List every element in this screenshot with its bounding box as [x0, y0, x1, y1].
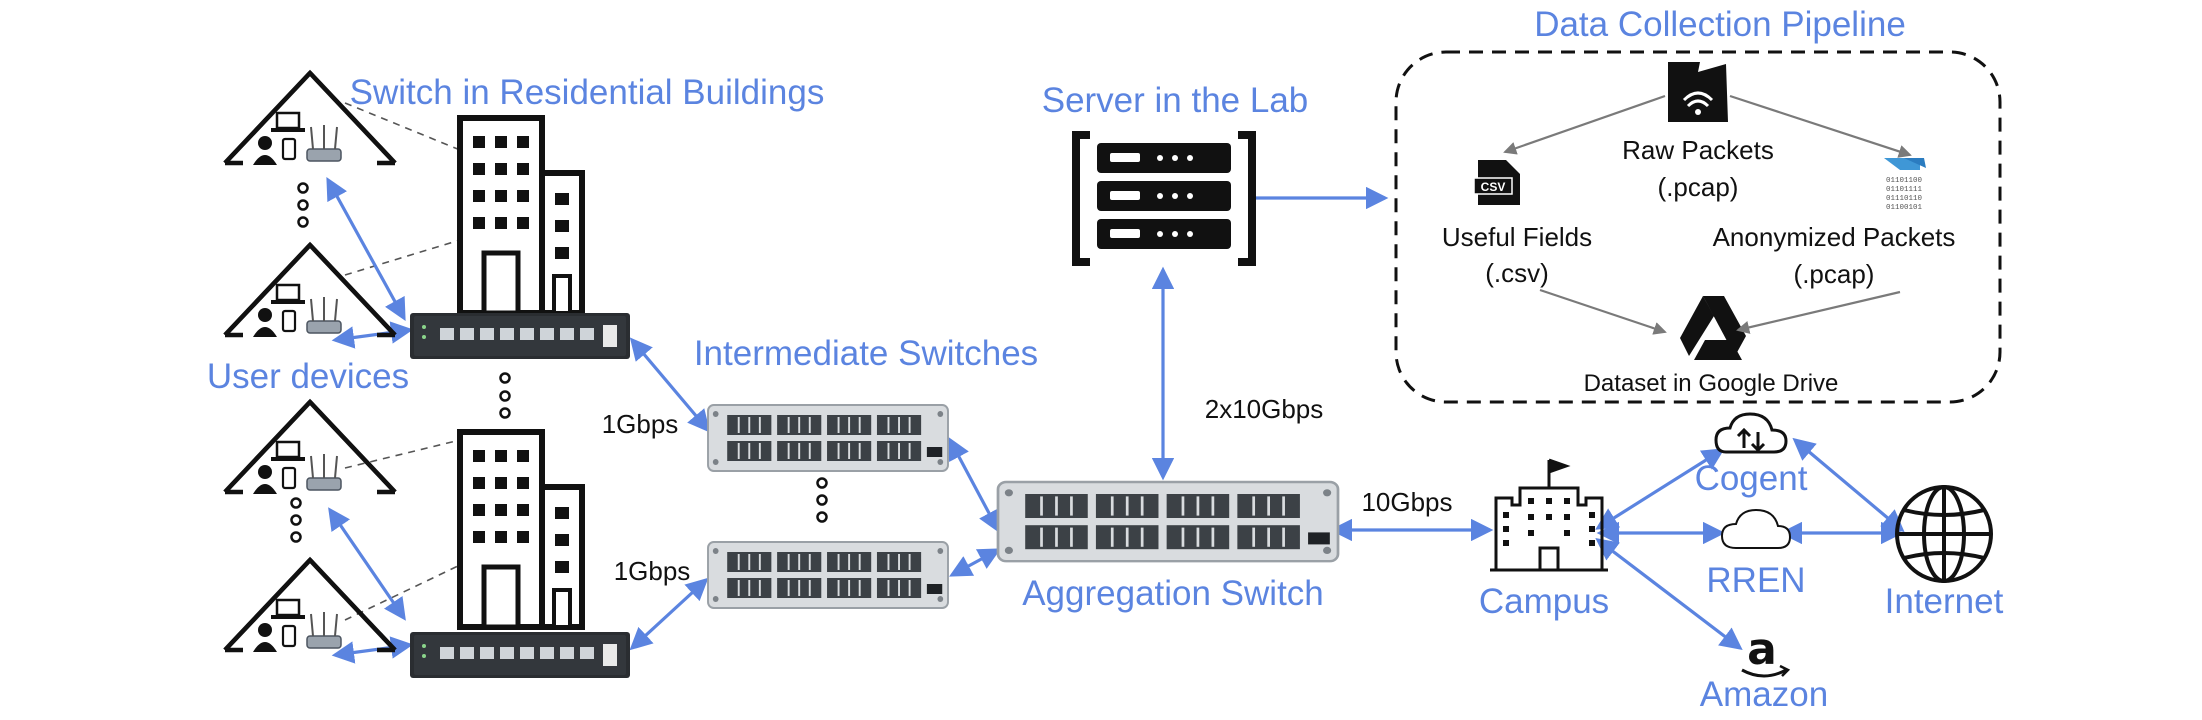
upper-intermediate-speed-label: 1Gbps: [602, 409, 679, 439]
cogent-internet-link: [1792, 437, 1905, 533]
server-uplink-speed-label: 2x10Gbps: [1205, 394, 1324, 424]
binary-line: 01100101: [1886, 204, 1923, 212]
patch-panel-icon: [707, 404, 949, 472]
svg-text:a: a: [1747, 624, 1777, 675]
csv-file-icon: CSV: [1473, 160, 1520, 205]
globe-icon: [1895, 485, 1993, 583]
intermediate-switches-label: Intermediate Switches: [694, 334, 1038, 373]
anonymized-packets-label: Anonymized Packets: [1713, 222, 1956, 252]
user-devices-label: User devices: [207, 357, 409, 396]
cloud-icon: [1720, 508, 1792, 549]
router-building-link-4: [344, 564, 461, 621]
router-switch-link-3: [328, 507, 406, 621]
raw-packets-ext-label: (.pcap): [1658, 172, 1739, 202]
binary-line: 01110110: [1886, 195, 1923, 203]
patch-panel-icon: [707, 541, 949, 609]
google-drive-icon: [1680, 296, 1746, 360]
router-switch-link-4: [331, 636, 414, 664]
pipeline-arrow-raw-to-csv: [1503, 94, 1666, 155]
amazon-logo-icon: a: [1741, 624, 1791, 678]
network-switch-icon: [410, 632, 630, 678]
house-icon: [225, 402, 395, 494]
residential-switch-title: Switch in Residential Buildings: [350, 73, 825, 112]
raw-packets-label: Raw Packets: [1622, 135, 1774, 165]
campus-uplink-speed-label: 10Gbps: [1361, 487, 1452, 517]
router-switch-link-2: [331, 321, 414, 349]
cogent-label: Cogent: [1695, 459, 1808, 498]
dataset-label: Dataset in Google Drive: [1584, 370, 1839, 397]
csv-badge: CSV: [1481, 180, 1506, 194]
aggregation-switch-label: Aggregation Switch: [1022, 574, 1324, 613]
internet-label: Internet: [1885, 582, 2004, 621]
binary-file-icon: 01101100 01101111 01110110 01100101: [1884, 158, 1926, 212]
useful-fields-ext-label: (.csv): [1485, 258, 1549, 288]
cloud-sync-icon: [1714, 412, 1788, 454]
intermediate-aggregation-link-2: [949, 548, 1001, 577]
binary-line: 01101111: [1886, 186, 1923, 194]
network-switch-icon: [410, 313, 630, 359]
anonymized-packets-ext-label: (.pcap): [1794, 259, 1875, 289]
campus-cogent-link: [1595, 448, 1725, 530]
rren-label: RREN: [1706, 561, 1805, 600]
lower-intermediate-speed-label: 1Gbps: [614, 556, 691, 586]
pipeline-arrow-anon-to-drive: [1736, 290, 1901, 334]
server-rack-icon: [1072, 131, 1256, 266]
campus-icon: [1490, 458, 1608, 572]
building-icon: [460, 432, 582, 627]
intermediate-aggregation-link-1: [948, 437, 1000, 533]
pipeline-arrow-raw-to-anon: [1729, 94, 1912, 158]
aggregation-switch-icon: [996, 480, 1340, 563]
access-intermediate-link-2: [629, 577, 709, 651]
wifi-file-icon: [1668, 62, 1728, 122]
router-switch-link-1: [326, 177, 406, 321]
pipeline-arrow-csv-to-drive: [1539, 288, 1667, 335]
house-icon: [225, 560, 395, 652]
router-building-link-3: [344, 439, 461, 469]
pipeline-box: [1394, 50, 2002, 404]
access-intermediate-link-1: [629, 337, 711, 433]
house-icon: [225, 245, 395, 337]
server-title: Server in the Lab: [1042, 81, 1309, 120]
useful-fields-label: Useful Fields: [1442, 222, 1592, 252]
amazon-label: Amazon: [1700, 675, 1828, 714]
house-ellipsis-dots: [290, 182, 828, 543]
campus-label: Campus: [1479, 582, 1609, 621]
binary-line: 01101100: [1886, 177, 1923, 185]
campus-amazon-link: [1595, 537, 1743, 651]
pipeline-title: Data Collection Pipeline: [1534, 5, 1906, 44]
building-icon: [460, 118, 582, 313]
